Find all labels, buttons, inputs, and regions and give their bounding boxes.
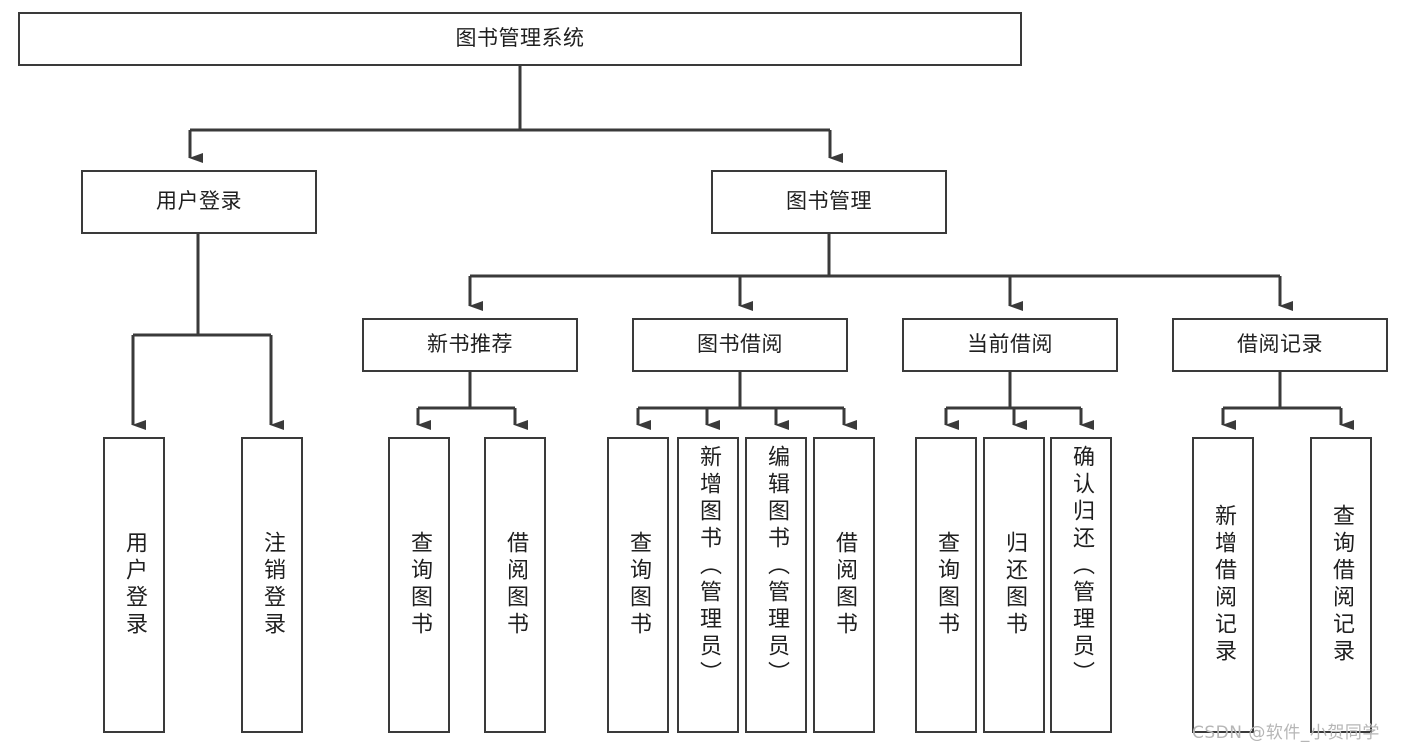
node-new-book-rec[interactable]: 新书推荐 [362, 318, 578, 372]
node-leaf-add-book-label: 新增图书（管理员） [696, 445, 721, 688]
node-leaf-return-book[interactable]: 归还图书 [983, 437, 1045, 733]
node-user-login-label: 用户登录 [156, 189, 242, 214]
node-borrow-record[interactable]: 借阅记录 [1172, 318, 1388, 372]
node-leaf-confirm-return-label: 确认归还（管理员） [1069, 445, 1094, 688]
node-root[interactable]: 图书管理系统 [18, 12, 1022, 66]
node-current-borrow[interactable]: 当前借阅 [902, 318, 1118, 372]
node-leaf-add-book[interactable]: 新增图书（管理员） [677, 437, 739, 733]
node-leaf-query-record-label: 查询借阅记录 [1329, 504, 1354, 666]
node-book-manage[interactable]: 图书管理 [711, 170, 947, 234]
csdn-watermark: CSDN @软件_小贺同学 [1192, 723, 1380, 743]
node-borrow-record-label: 借阅记录 [1237, 332, 1323, 357]
node-root-label: 图书管理系统 [455, 26, 585, 51]
node-book-borrow-label: 图书借阅 [697, 332, 783, 357]
node-leaf-add-record[interactable]: 新增借阅记录 [1192, 437, 1254, 733]
node-leaf-edit-book[interactable]: 编辑图书（管理员） [745, 437, 807, 733]
node-leaf-confirm-return[interactable]: 确认归还（管理员） [1050, 437, 1112, 733]
node-leaf-query-record[interactable]: 查询借阅记录 [1310, 437, 1372, 733]
node-leaf-query-book-3[interactable]: 查询图书 [915, 437, 977, 733]
node-leaf-borrow-book-1[interactable]: 借阅图书 [484, 437, 546, 733]
node-user-login[interactable]: 用户登录 [81, 170, 317, 234]
node-leaf-user-login[interactable]: 用户登录 [103, 437, 165, 733]
node-book-manage-label: 图书管理 [786, 189, 872, 214]
node-leaf-add-record-label: 新增借阅记录 [1211, 504, 1236, 666]
node-book-borrow[interactable]: 图书借阅 [632, 318, 848, 372]
node-leaf-query-book-2[interactable]: 查询图书 [607, 437, 669, 733]
node-leaf-user-login-label: 用户登录 [122, 531, 147, 639]
node-leaf-user-logout-label: 注销登录 [260, 531, 285, 639]
node-leaf-query-book-1-label: 查询图书 [407, 531, 432, 639]
node-leaf-borrow-book-1-label: 借阅图书 [503, 531, 528, 639]
node-leaf-query-book-3-label: 查询图书 [934, 531, 959, 639]
node-leaf-borrow-book-2[interactable]: 借阅图书 [813, 437, 875, 733]
node-current-borrow-label: 当前借阅 [967, 332, 1053, 357]
node-leaf-return-book-label: 归还图书 [1002, 531, 1027, 639]
node-leaf-borrow-book-2-label: 借阅图书 [832, 531, 857, 639]
node-leaf-user-logout[interactable]: 注销登录 [241, 437, 303, 733]
node-leaf-edit-book-label: 编辑图书（管理员） [764, 445, 789, 688]
node-leaf-query-book-2-label: 查询图书 [626, 531, 651, 639]
node-new-book-rec-label: 新书推荐 [427, 332, 513, 357]
node-leaf-query-book-1[interactable]: 查询图书 [388, 437, 450, 733]
